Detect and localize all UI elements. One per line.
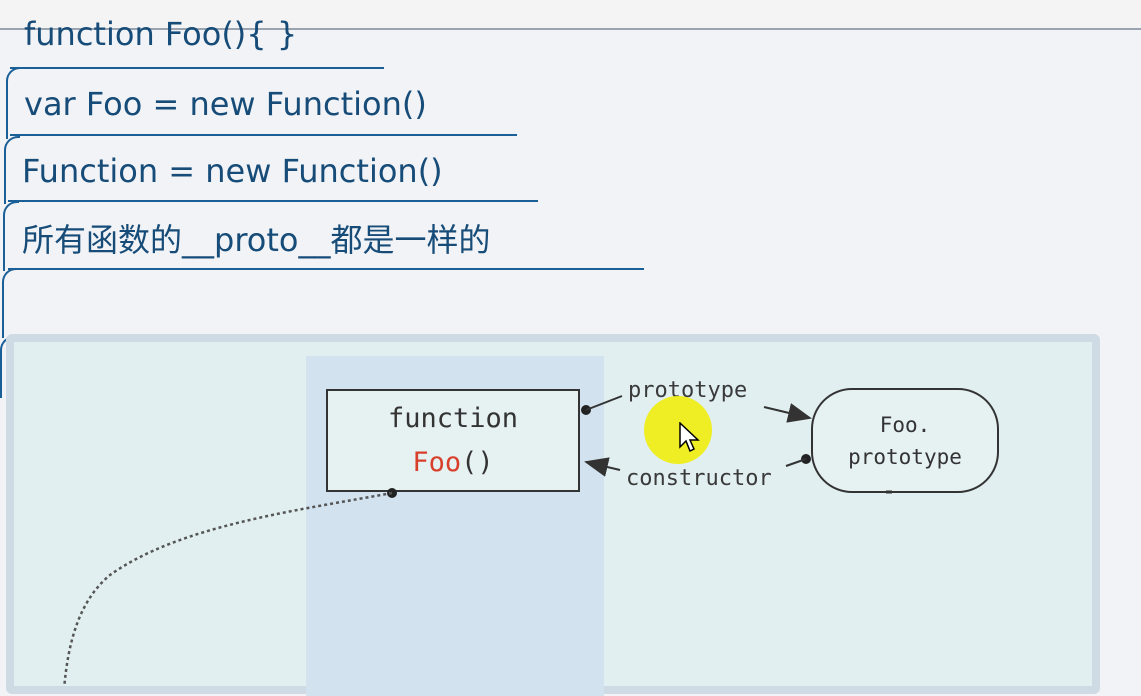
function-parens-label: () xyxy=(461,447,494,478)
note-line-1: function Foo(){ } xyxy=(24,15,298,53)
function-keyword-label: function xyxy=(387,403,519,434)
prototype-box-line2: prototype xyxy=(848,445,962,469)
note-underline-1 xyxy=(10,67,384,69)
note-bracket-5 xyxy=(2,268,18,338)
function-name-line: Foo() xyxy=(327,447,579,478)
window-top-bar xyxy=(0,0,1141,30)
mouse-pointer-icon xyxy=(679,422,700,453)
note-underline-2 xyxy=(10,134,517,136)
note-line-2: var Foo = new Function() xyxy=(24,85,427,123)
constructor-edge-left xyxy=(584,457,621,477)
note-underline-3 xyxy=(8,200,538,202)
proto-link-dotted-path xyxy=(63,491,393,686)
function-foo-box xyxy=(326,389,580,492)
note-underline-4 xyxy=(8,268,644,270)
note-bracket-4 xyxy=(3,201,19,271)
note-bracket-2 xyxy=(6,67,22,139)
note-bracket-3 xyxy=(4,136,20,204)
function-name-label: Foo xyxy=(412,447,462,478)
note-line-3: Function = new Function() xyxy=(22,152,443,190)
prototype-box-line1: Foo. xyxy=(879,413,931,437)
note-line-4: 所有函数的__proto__都是一样的 xyxy=(22,221,491,259)
prototype-edge-left xyxy=(585,395,623,411)
constructor-edge-right xyxy=(785,458,807,467)
constructor-edge-label: constructor xyxy=(626,466,772,491)
foo-prototype-box xyxy=(811,388,999,493)
cursor-highlight xyxy=(644,396,712,464)
prototype-edge-right xyxy=(763,403,812,423)
